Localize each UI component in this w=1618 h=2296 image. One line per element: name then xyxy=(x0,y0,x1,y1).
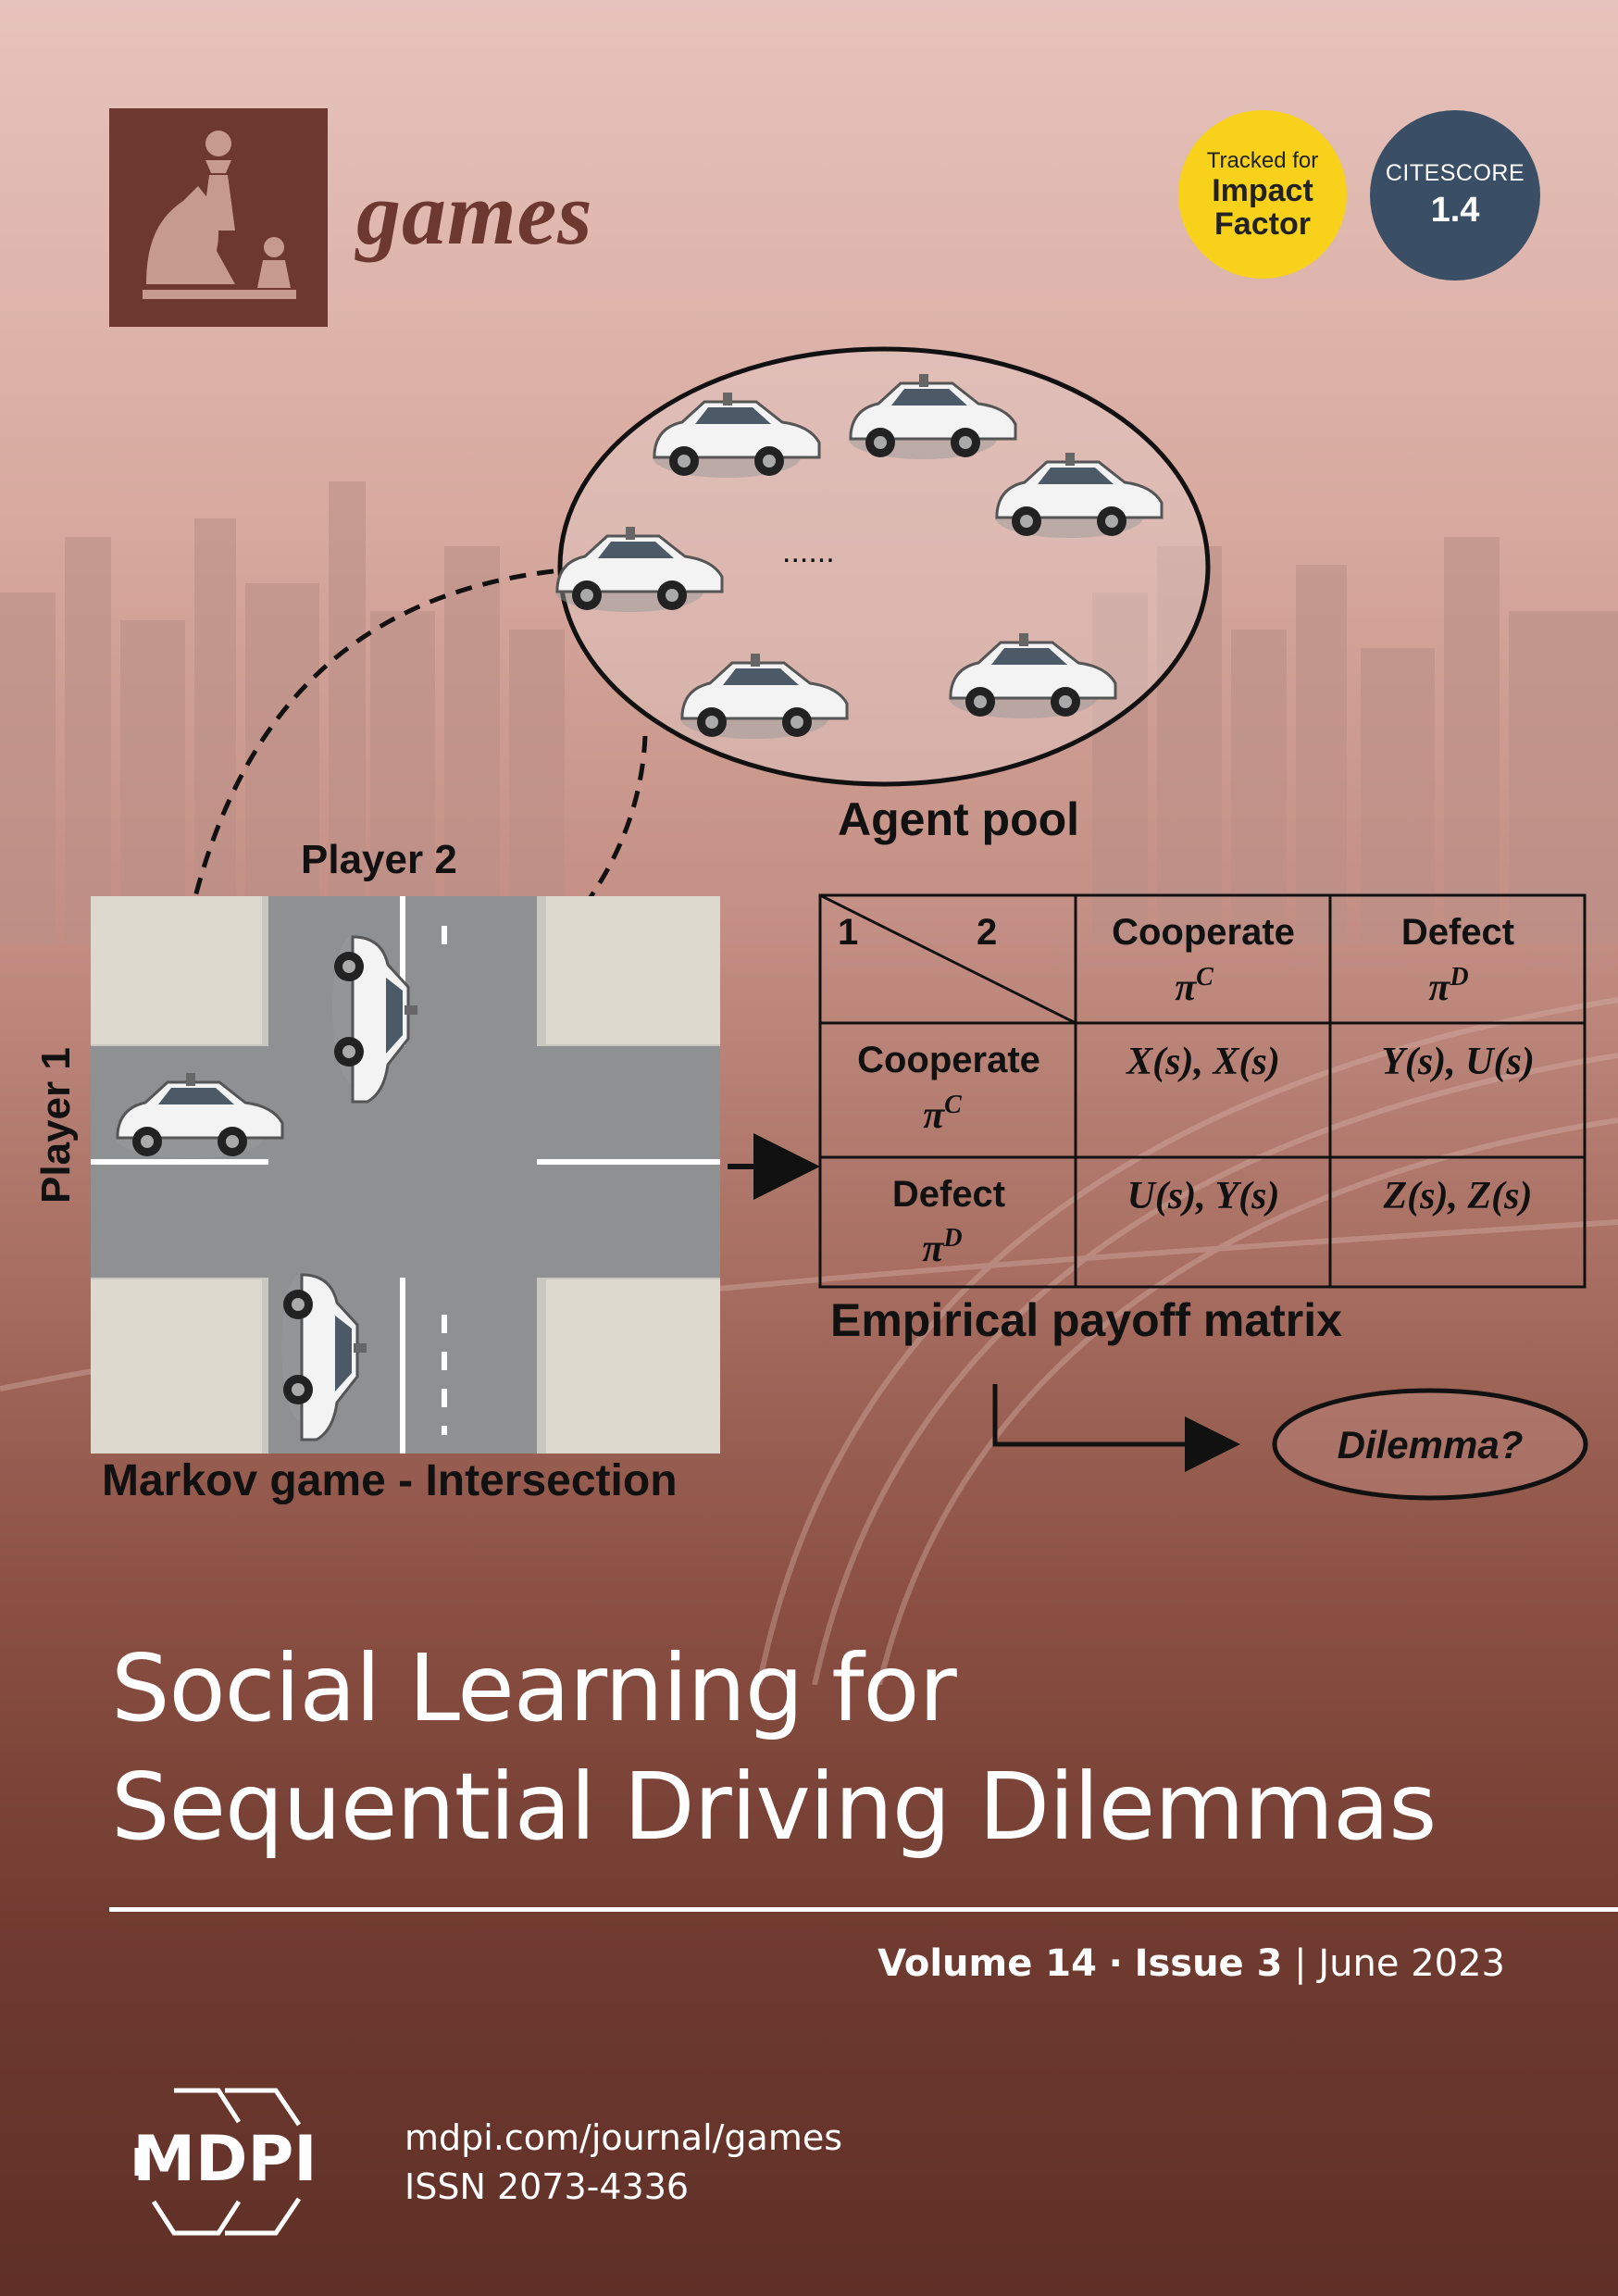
row-sup-d: D xyxy=(942,1224,962,1253)
player1-label: Player 1 xyxy=(33,1047,79,1204)
svg-text:πD: πD xyxy=(922,1224,962,1270)
col-sup-c: C xyxy=(1196,963,1214,992)
article-title: Social Learning for Sequential Driving D… xyxy=(111,1629,1555,1866)
citescore-badge[interactable]: CITESCORE 1.4 xyxy=(1370,110,1540,281)
payoff-matrix xyxy=(818,893,1587,1289)
dashed-arrow xyxy=(389,735,648,1049)
cover-figure: ...... Agent pool Player 2 Player 1 Mark… xyxy=(33,346,1588,1505)
cell-dc: U(s), Y(s) xyxy=(1127,1175,1280,1217)
issn: ISSN 2073-4336 xyxy=(404,2166,690,2207)
cell-cc: X(s), X(s) xyxy=(1125,1041,1280,1083)
journal-logo xyxy=(109,108,328,327)
row-sym-d: π xyxy=(922,1228,944,1270)
cell-cd: Y(s), U(s) xyxy=(1381,1041,1535,1083)
svg-text:πC: πC xyxy=(923,1091,962,1137)
intersection-image xyxy=(91,896,720,1454)
col-sym-c: π xyxy=(1175,967,1197,1009)
row-sup-c: C xyxy=(944,1091,962,1119)
issue-bar: | xyxy=(1294,1942,1307,1985)
mdpi-logo-text: MDPI xyxy=(132,2123,317,2196)
city-background xyxy=(0,481,1618,1685)
col-sup-d: D xyxy=(1449,963,1468,992)
col-sym-d: π xyxy=(1428,967,1450,1009)
arrow-to-dilemma xyxy=(992,1384,1240,1472)
issue-date: June 2023 xyxy=(1318,1942,1505,1985)
volume: Volume 14 xyxy=(877,1942,1097,1985)
markov-game-label: Markov game - Intersection xyxy=(102,1456,678,1505)
row-header-cooperate: Cooperate xyxy=(857,1040,1040,1080)
matrix-corner-row: 1 xyxy=(838,912,858,953)
svg-text:πD: πD xyxy=(1428,963,1468,1009)
issue-sep: · xyxy=(1108,1942,1123,1985)
matrix-caption: Empirical payoff matrix xyxy=(830,1294,1342,1346)
chess-pieces-icon xyxy=(143,131,296,299)
col-header-defect: Defect xyxy=(1401,912,1514,953)
impact-line1: Tracked for xyxy=(1206,148,1319,173)
player2-label: Player 2 xyxy=(301,837,457,882)
title-divider xyxy=(109,1907,1618,1912)
pool-dots: ...... xyxy=(782,534,835,569)
journal-name: games xyxy=(356,164,593,263)
matrix-corner-col: 2 xyxy=(977,912,997,953)
agent-pool-label: Agent pool xyxy=(838,793,1079,845)
citescore-value: 1.4 xyxy=(1430,191,1480,230)
journal-url[interactable]: mdpi.com/journal/games xyxy=(404,2117,843,2158)
impact-factor-badge[interactable]: Tracked for Impact Factor xyxy=(1178,110,1347,279)
issue-number: Issue 3 xyxy=(1134,1942,1283,1985)
impact-line2: Impact xyxy=(1212,173,1313,208)
dilemma-ellipse xyxy=(1272,1388,1588,1501)
dilemma-label: Dilemma? xyxy=(1338,1423,1524,1466)
svg-text:πC: πC xyxy=(1175,963,1214,1009)
impact-line3: Factor xyxy=(1214,206,1311,242)
col-header-cooperate: Cooperate xyxy=(1112,912,1295,953)
issue-info: Volume 14 · Issue 3 | June 2023 xyxy=(877,1942,1505,1985)
title-line1: Social Learning for xyxy=(111,1634,957,1742)
title-line2: Sequential Driving Dilemmas xyxy=(111,1753,1437,1861)
cell-dd: Z(s), Z(s) xyxy=(1383,1175,1533,1217)
mdpi-logo[interactable]: MDPI xyxy=(109,2083,341,2240)
row-header-defect: Defect xyxy=(892,1174,1005,1215)
row-sym-c: π xyxy=(923,1094,945,1137)
citescore-label: CITESCORE xyxy=(1385,160,1525,186)
